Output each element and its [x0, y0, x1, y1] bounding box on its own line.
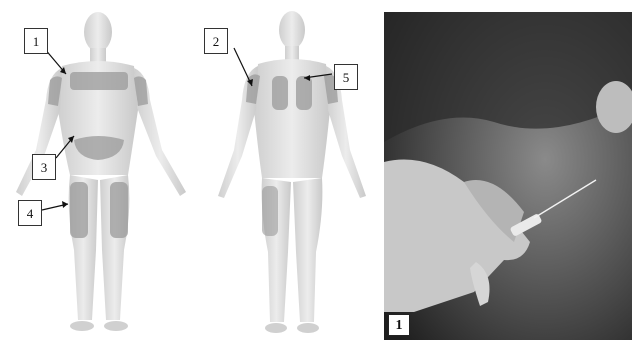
left-foot-shape: [70, 321, 94, 331]
photo-label: 1: [388, 314, 410, 336]
left-thigh-zone: [70, 182, 88, 238]
right-scapula-zone: [296, 76, 312, 110]
head-back-shape: [279, 11, 305, 49]
neck-shape: [90, 48, 106, 62]
head-shape: [84, 12, 112, 52]
back-torso-shape: [254, 59, 330, 178]
back-right-foot-shape: [297, 323, 319, 333]
injection-photo: 1: [384, 12, 632, 340]
injection-photo-svg: [384, 12, 632, 340]
callout-3: 3: [32, 154, 56, 180]
back-left-foot-shape: [265, 323, 287, 333]
chest-injection-zone: [70, 72, 128, 90]
right-foot-shape: [104, 321, 128, 331]
left-scapula-zone: [272, 76, 288, 110]
back-left-thigh-zone: [262, 186, 278, 236]
back-body-figure: 2 5: [200, 0, 378, 340]
callout-2: 2: [204, 28, 228, 54]
front-body-figure: 1 3 4: [0, 0, 200, 340]
neck-back-shape: [285, 46, 299, 60]
arrow-4-head: [62, 201, 68, 208]
callout-1: 1: [24, 28, 48, 54]
callout-5: 5: [334, 64, 358, 90]
callout-4: 4: [18, 200, 42, 226]
back-right-leg-shape: [293, 178, 322, 322]
right-thigh-zone: [110, 182, 128, 238]
